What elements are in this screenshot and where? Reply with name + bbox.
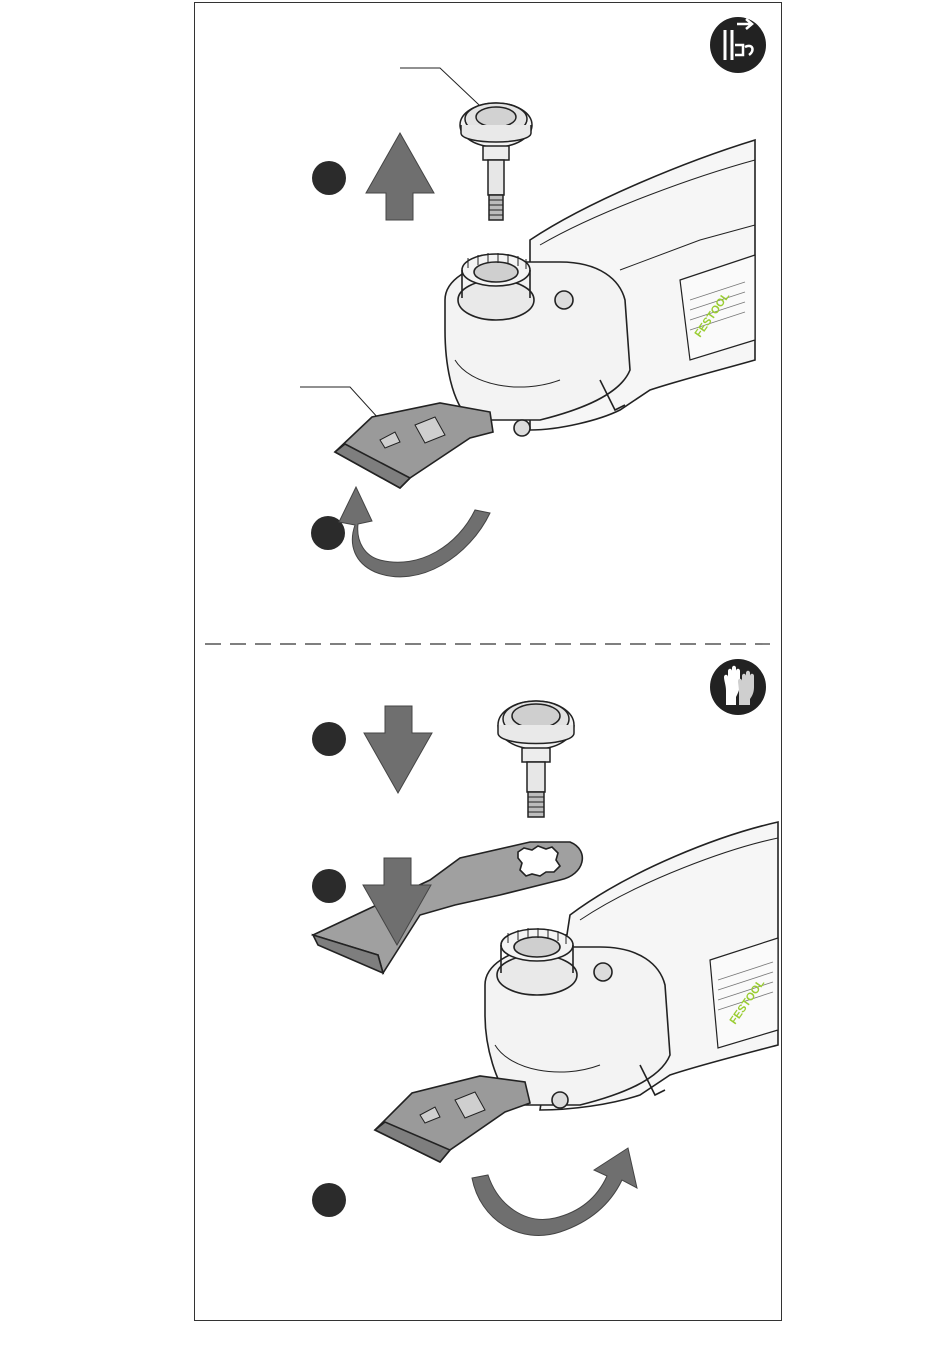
step-marker xyxy=(312,161,346,195)
fastening-flange xyxy=(460,103,532,220)
fastening-flange xyxy=(498,701,574,817)
step-marker xyxy=(312,1183,346,1217)
curved-arrow-icon xyxy=(472,1148,637,1235)
curved-arrow-icon xyxy=(339,487,490,577)
step-marker xyxy=(312,722,346,756)
up-arrow-icon xyxy=(366,133,434,220)
saw-blade-lower xyxy=(375,1076,530,1162)
wear-gloves-icon xyxy=(710,659,766,715)
down-arrow-icon xyxy=(364,706,432,793)
saw-blade-upper xyxy=(335,403,493,488)
unplug-before-servicing-icon xyxy=(710,17,766,73)
step-marker xyxy=(312,869,346,903)
